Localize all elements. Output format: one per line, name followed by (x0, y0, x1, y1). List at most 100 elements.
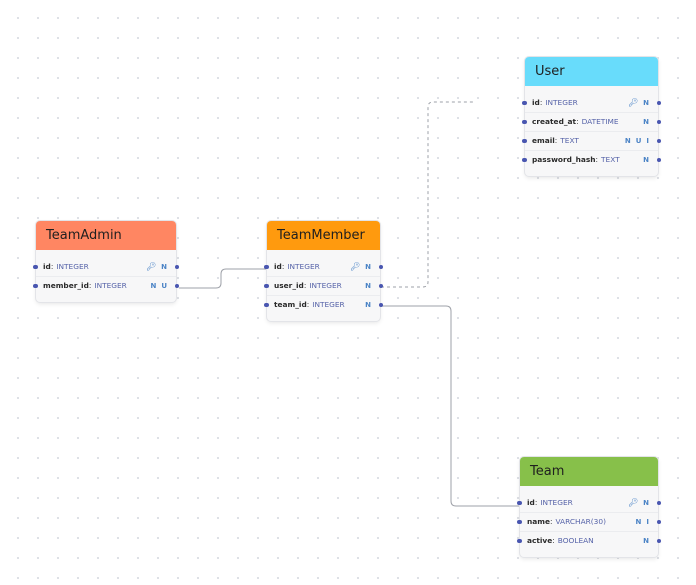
connector-handle[interactable] (378, 302, 383, 308)
column-row-teammember-id[interactable]: id: INTEGER 🔑︎ N (264, 258, 383, 276)
table-header-team[interactable]: Team (520, 457, 658, 486)
column-row-teammember-user-id[interactable]: user_id: INTEGER N (264, 276, 383, 295)
table-header-teammember[interactable]: TeamMember (267, 221, 380, 250)
connector-handle[interactable] (517, 538, 522, 544)
column-row-teamadmin-member-id[interactable]: member_id: INTEGER N U (33, 276, 179, 295)
connector-handle[interactable] (264, 283, 269, 289)
column-flags: N (365, 277, 371, 295)
relation-teamadmin-member-to-teammember-id[interactable] (179, 268, 268, 289)
connector-handle[interactable] (264, 302, 269, 308)
connector-handle[interactable] (517, 500, 522, 506)
table-teamadmin[interactable]: TeamAdmin id: INTEGER 🔑︎ N member_id: IN… (33, 221, 179, 302)
column-flags: N U I (625, 132, 649, 150)
column-separator: : (554, 136, 558, 145)
column-row-team-active[interactable]: active: BOOLEAN N (517, 531, 661, 550)
connector-handle[interactable] (522, 119, 527, 125)
column-type: INTEGER (56, 262, 89, 271)
key-icon: 🔑︎ (145, 262, 157, 271)
column-name: email (532, 136, 555, 145)
column-separator: : (303, 281, 307, 290)
column-row-user-id[interactable]: id: INTEGER 🔑︎ N (522, 94, 661, 112)
not-null-icon: N (643, 537, 649, 545)
table-header-user[interactable]: User (525, 57, 658, 86)
column-flags: 🔑︎ N (350, 258, 371, 276)
column-name: id (43, 262, 51, 271)
not-null-icon: N (643, 156, 649, 164)
table-user[interactable]: User id: INTEGER 🔑︎ N created_at: DATETI… (522, 57, 661, 176)
column-separator: : (50, 262, 54, 271)
key-icon: 🔑︎ (627, 98, 639, 107)
not-null-icon: N (161, 263, 167, 271)
connector-handle[interactable] (33, 283, 38, 289)
column-separator: : (534, 498, 538, 507)
column-name: password_hash (532, 155, 596, 164)
column-row-user-email[interactable]: email: TEXT N U I (522, 131, 661, 150)
column-type: BOOLEAN (557, 536, 594, 545)
index-icon: I (646, 137, 649, 145)
table-teammember[interactable]: TeamMember id: INTEGER 🔑︎ N user_id: INT… (264, 221, 383, 321)
connector-handle[interactable] (174, 283, 179, 289)
table-header-teamadmin[interactable]: TeamAdmin (36, 221, 176, 250)
unique-icon: U (161, 282, 167, 290)
column-type: INTEGER (287, 262, 320, 271)
column-name: created_at (532, 117, 577, 126)
not-null-icon: N (365, 301, 371, 309)
key-icon: 🔑︎ (349, 262, 361, 271)
connector-handle[interactable] (656, 119, 661, 125)
table-title-user: User (535, 64, 565, 79)
column-name: member_id (43, 281, 89, 290)
relation-teammember-team-to-team-id[interactable] (381, 305, 521, 507)
column-row-user-created-at[interactable]: created_at: DATETIME N (522, 112, 661, 131)
connector-handle[interactable] (522, 157, 527, 163)
column-name: team_id (274, 300, 307, 309)
column-name: active (527, 536, 553, 545)
key-icon: 🔑︎ (627, 498, 639, 507)
column-type: INTEGER (545, 98, 578, 107)
not-null-icon: N (150, 282, 157, 290)
not-null-icon: N (643, 99, 649, 107)
column-type: INTEGER (540, 498, 573, 507)
connector-handle[interactable] (174, 264, 179, 270)
connector-handle[interactable] (656, 538, 661, 544)
connector-handle[interactable] (517, 519, 522, 525)
connector-handle[interactable] (656, 500, 661, 506)
table-team[interactable]: Team id: INTEGER 🔑︎ N name: VARCHAR(30) … (517, 457, 661, 557)
column-row-team-id[interactable]: id: INTEGER 🔑︎ N (517, 494, 661, 512)
not-null-icon: N (643, 499, 649, 507)
column-separator: : (549, 517, 553, 526)
column-separator: : (539, 98, 543, 107)
table-title-team: Team (530, 464, 565, 479)
table-title-teamadmin: TeamAdmin (46, 228, 122, 243)
connector-handle[interactable] (656, 138, 661, 144)
column-separator: : (281, 262, 285, 271)
table-columns-user: id: INTEGER 🔑︎ N created_at: DATETIME N (522, 86, 661, 176)
relation-teammember-user-to-user-id[interactable] (381, 101, 474, 288)
connector-handle[interactable] (656, 519, 661, 525)
column-flags: N (643, 532, 649, 550)
connector-handle[interactable] (33, 264, 38, 270)
connector-handle[interactable] (378, 264, 383, 270)
column-type: INTEGER (94, 281, 127, 290)
connector-handle[interactable] (656, 100, 661, 106)
connector-handle[interactable] (378, 283, 383, 289)
connector-handle[interactable] (264, 264, 269, 270)
column-name: id (532, 98, 540, 107)
column-flags: 🔑︎ N (628, 494, 649, 512)
column-flags: N I (636, 513, 649, 531)
column-row-team-name[interactable]: name: VARCHAR(30) N I (517, 512, 661, 531)
index-icon: I (646, 518, 649, 526)
connector-handle[interactable] (522, 138, 527, 144)
column-row-teamadmin-id[interactable]: id: INTEGER 🔑︎ N (33, 258, 179, 276)
table-title-teammember: TeamMember (277, 228, 365, 243)
not-null-icon: N (643, 118, 649, 126)
column-row-teammember-team-id[interactable]: team_id: INTEGER N (264, 295, 383, 314)
column-flags: N U (150, 277, 167, 295)
not-null-icon: N (365, 282, 371, 290)
connector-handle[interactable] (656, 157, 661, 163)
column-row-user-password-hash[interactable]: password_hash: TEXT N (522, 150, 661, 169)
connector-handle[interactable] (522, 100, 527, 106)
column-flags: N (643, 113, 649, 131)
column-type: VARCHAR(30) (555, 517, 606, 526)
table-columns-teamadmin: id: INTEGER 🔑︎ N member_id: INTEGER N U (33, 250, 179, 302)
